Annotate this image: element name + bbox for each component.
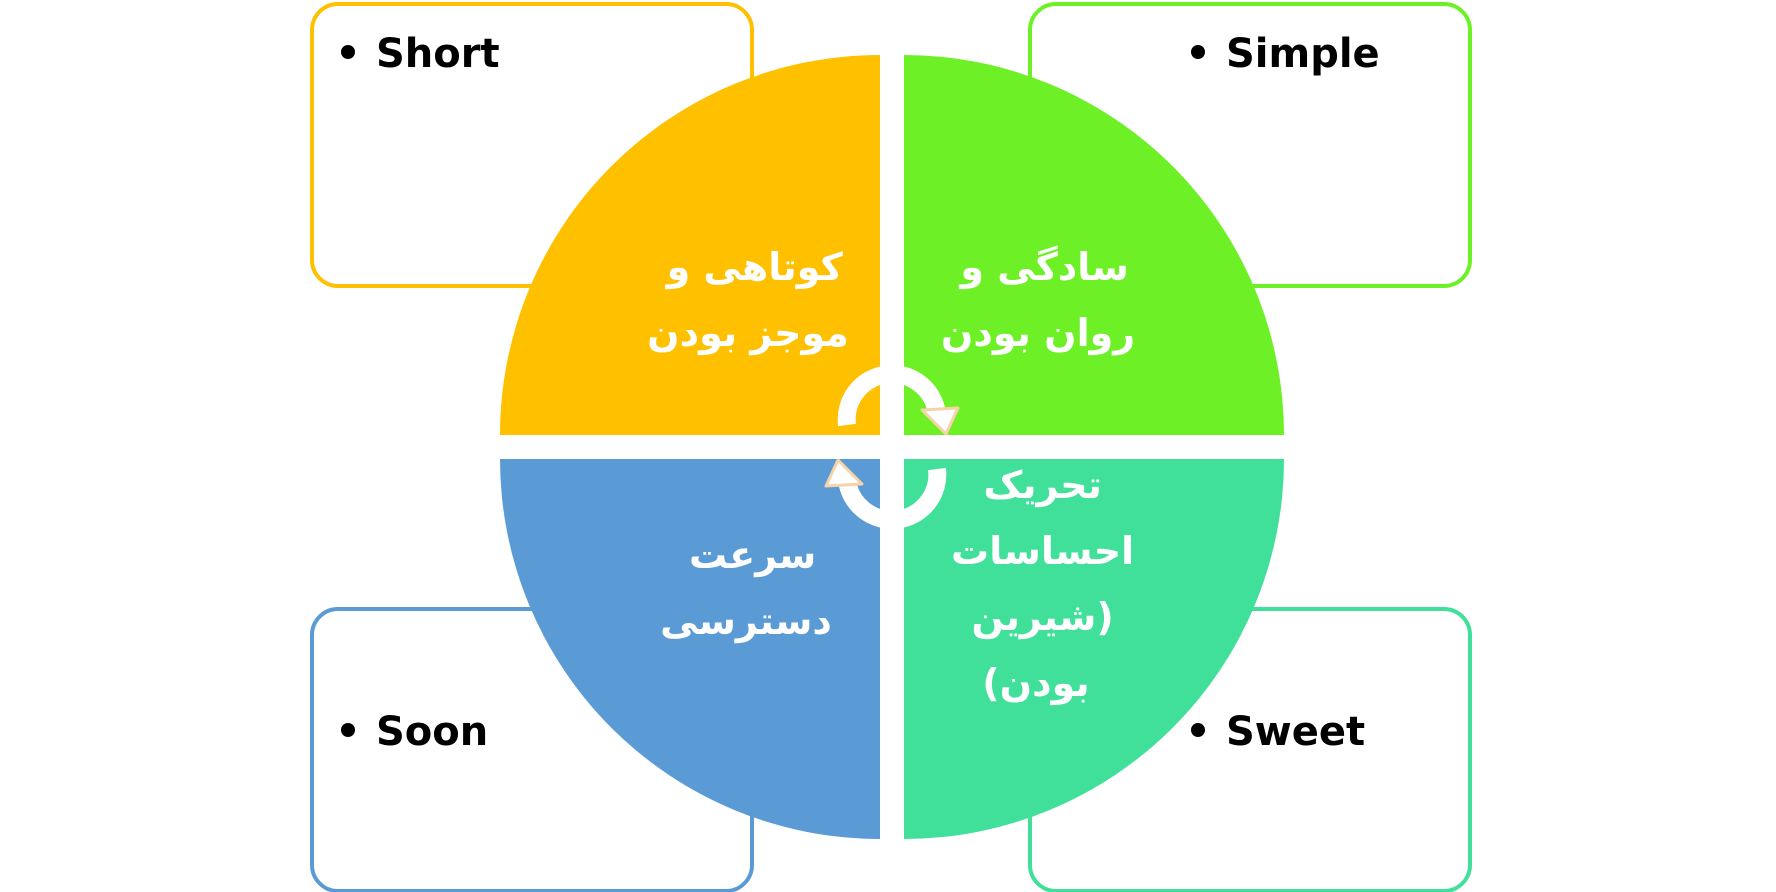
cycle-arrow-top-head-icon: [920, 406, 960, 436]
quadrant-text-line: دسترسی: [660, 599, 832, 643]
quadrant-bottom-left: [500, 459, 880, 839]
quadrant-text-line: تحریک: [983, 463, 1101, 507]
quadrant-bottom-left-text: سرعت دسترسی: [660, 533, 832, 643]
quadrant-text-line: (شیرین: [971, 595, 1113, 639]
bullet-dot: [1191, 723, 1205, 737]
quadrant-text-line: روان بودن: [941, 311, 1135, 356]
box-sweet-label: Sweet: [1226, 709, 1365, 755]
bullet-dot: [341, 45, 355, 59]
cycle-arrow-bottom-head-icon: [824, 458, 864, 488]
quadrant-text-line: احساسات: [951, 529, 1134, 573]
cycle-arrow-top-icon: [837, 365, 946, 427]
bullet-dot: [341, 723, 355, 737]
box-soon-label: Soon: [376, 709, 488, 755]
quadrant-top-right-text: سادگی و روان بودن: [941, 245, 1135, 356]
quadrant-top-left-text: کوتاهی و موجز بودن: [647, 245, 849, 355]
cycle-arrow-bottom-icon: [838, 467, 947, 529]
quadrant-text-line: کوتاهی و: [665, 245, 844, 290]
quadrant-bottom-right-text: تحریک احساسات (شیرین بودن): [938, 463, 1134, 705]
quadrant-bottom-right: [904, 459, 1284, 839]
quadrant-top-left: [500, 55, 880, 435]
cycle-arrows: [824, 365, 960, 529]
quadrant-text-line: بودن): [982, 661, 1089, 705]
quadrant-top-right: [904, 55, 1284, 435]
box-short-label: Short: [376, 31, 500, 77]
quadrant-text-line: موجز بودن: [647, 311, 849, 355]
box-simple-label: Simple: [1226, 31, 1380, 77]
bullet-dot: [1191, 45, 1205, 59]
quadrant-text-line: سادگی و: [958, 245, 1129, 290]
quadrant-text-line: سرعت: [689, 533, 816, 577]
